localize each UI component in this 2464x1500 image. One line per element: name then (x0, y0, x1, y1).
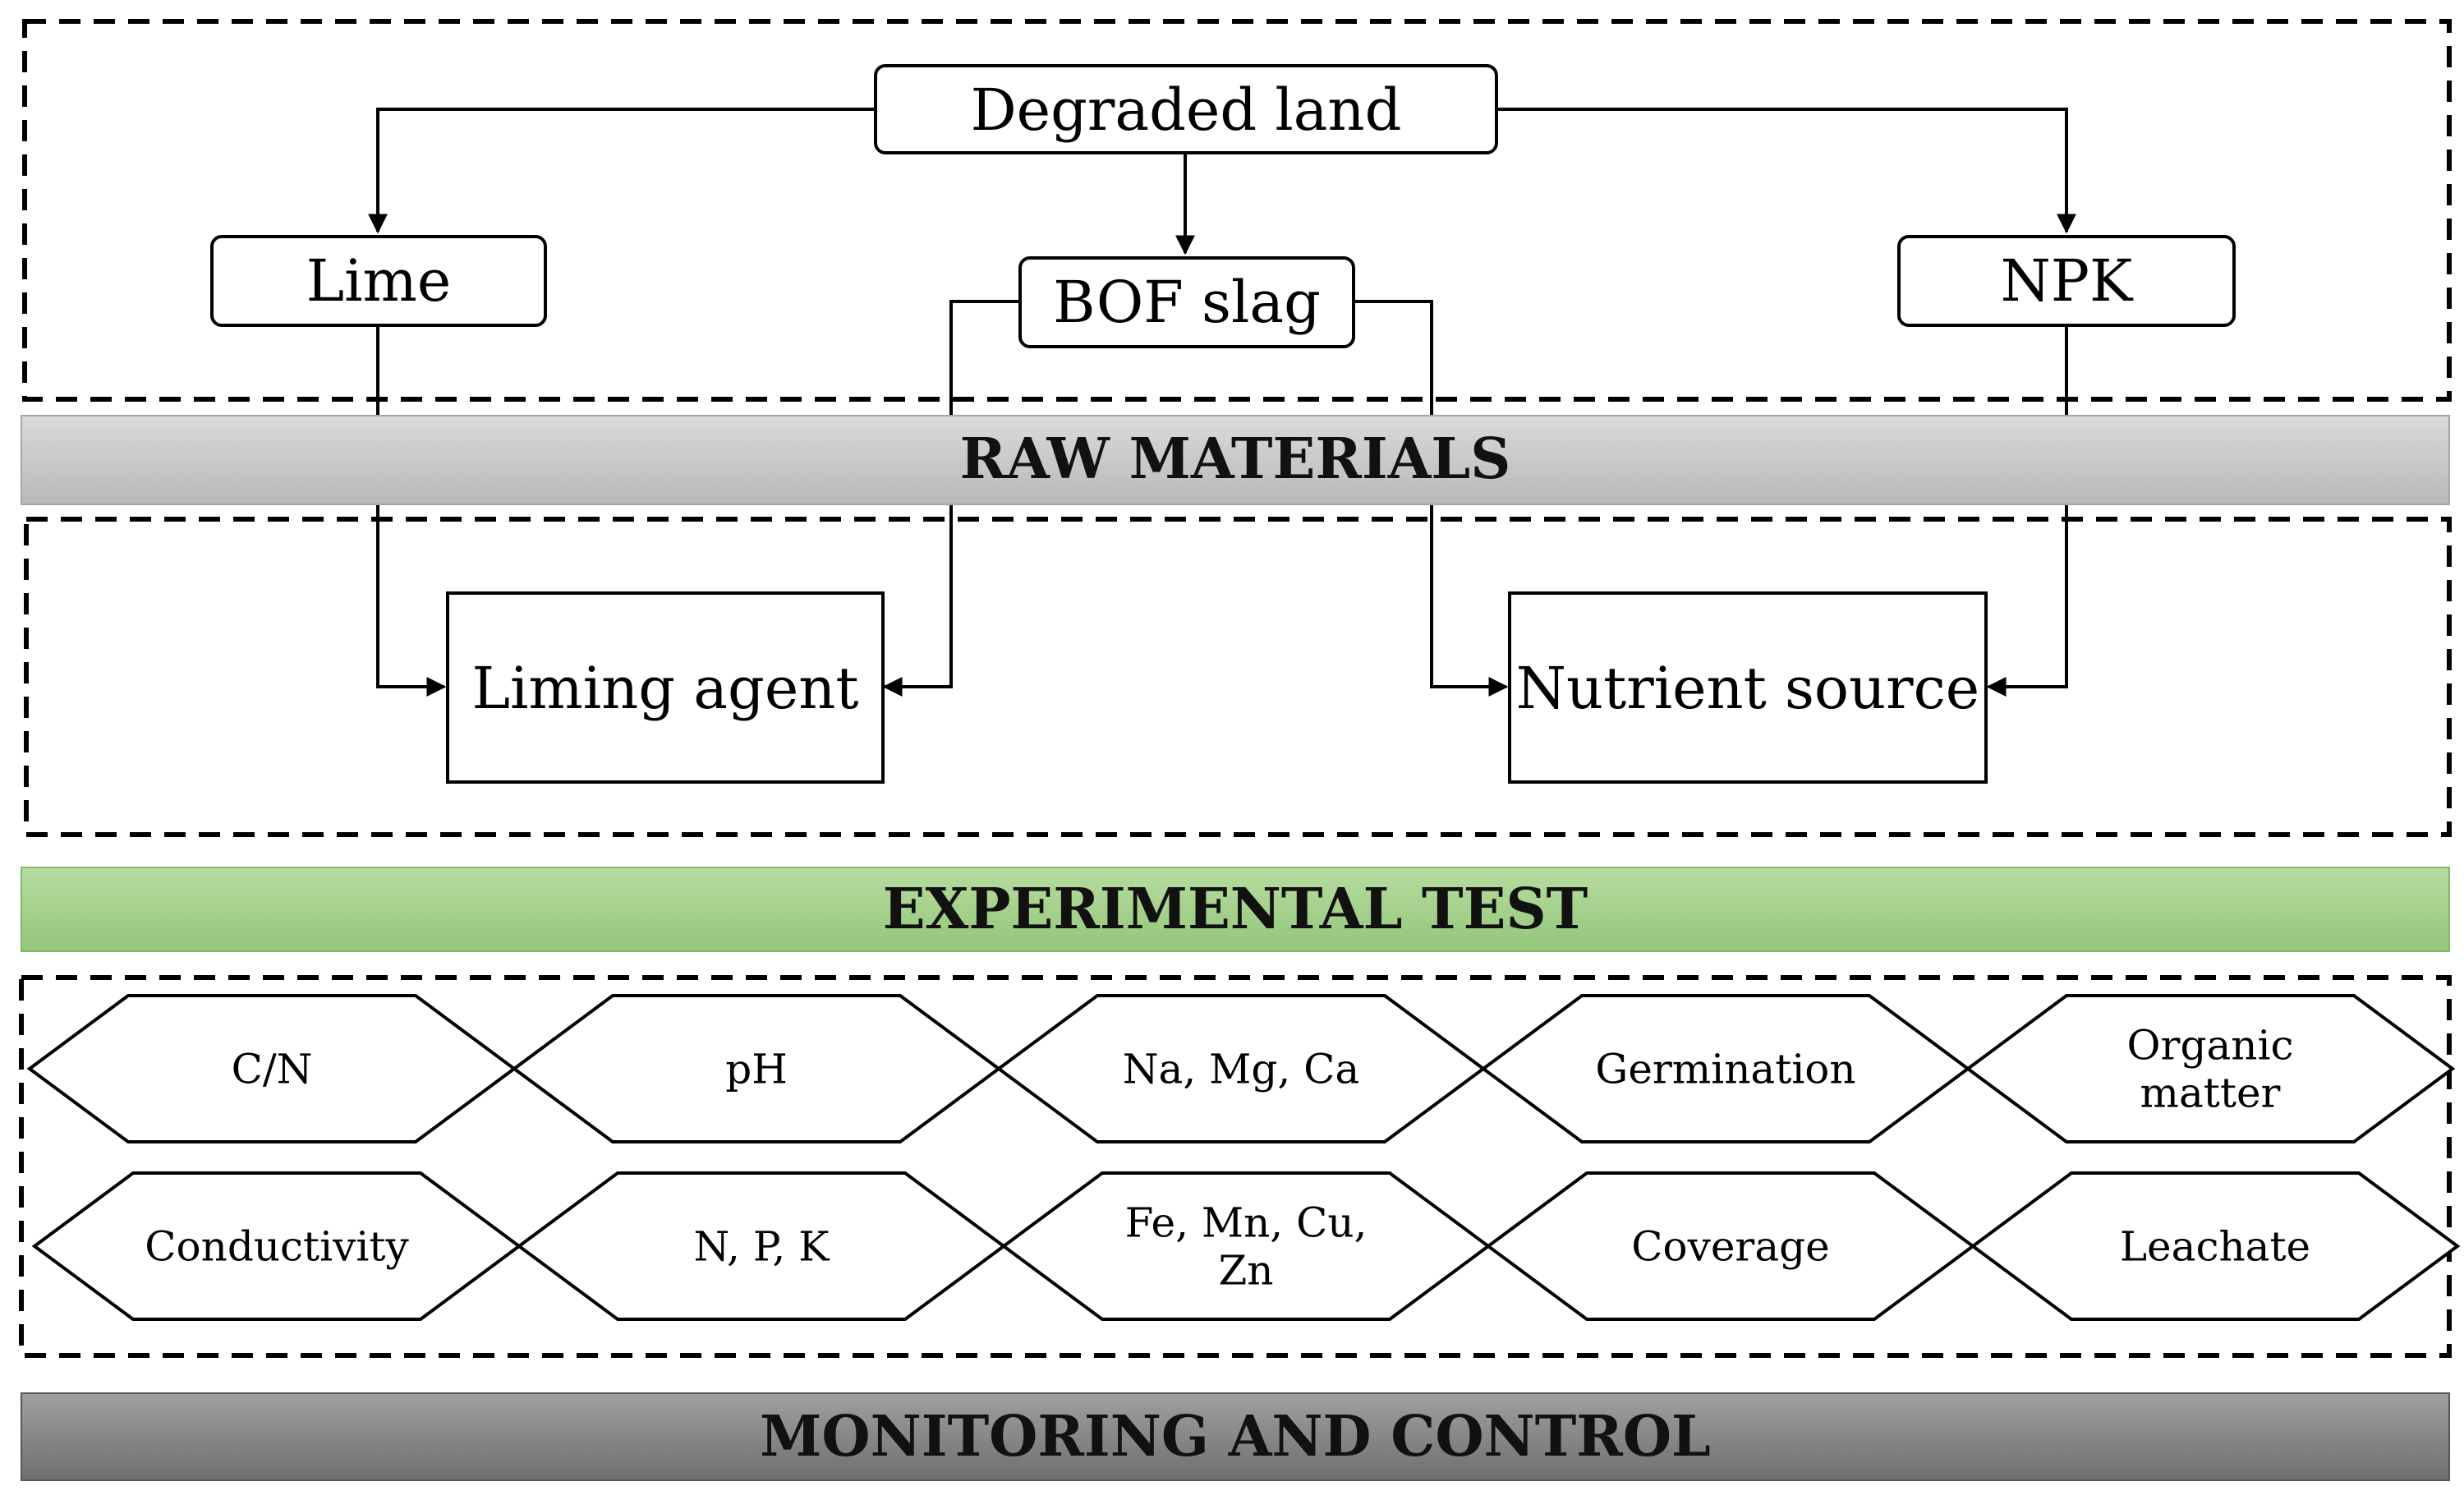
node-nutrient-source: Nutrient source (1508, 591, 1988, 784)
parameter-cell: Fe, Mn, Cu,Zn (1000, 1171, 1492, 1321)
parameter-cell: N, P, K (516, 1171, 1007, 1321)
node-lime: Lime (210, 235, 547, 327)
arrow-degraded-to-lime (368, 108, 876, 234)
parameter-label: matter (2140, 1070, 2281, 1117)
bof-slag-label: BOF slag (1053, 269, 1321, 336)
monitoring-label: MONITORING AND CONTROL (760, 1404, 1711, 1470)
node-liming-agent: Liming agent (446, 591, 885, 784)
parameter-label: Leachate (2120, 1223, 2310, 1271)
arrow-degraded-to-npk (1496, 108, 2076, 234)
arrow-npk-to-nutrient (1986, 325, 2068, 697)
parameter-label: Na, Mg, Ca (1123, 1046, 1359, 1093)
parameter-label: Fe, Mn, Cu, (1125, 1199, 1368, 1247)
parameter-label: pH (725, 1046, 788, 1093)
parameter-label: Conductivity (145, 1223, 409, 1271)
monitoring-band (21, 1392, 2450, 1481)
parameter-cell: Conductivity (31, 1171, 522, 1321)
node-npk: NPK (1897, 235, 2236, 327)
node-degraded-land: Degraded land (874, 64, 1498, 154)
degraded-land-label: Degraded land (971, 76, 1402, 144)
arrow-lime-to-liming (376, 325, 447, 697)
liming-agent-label: Liming agent (472, 655, 859, 722)
parameter-label: Zn (1219, 1247, 1274, 1295)
parameter-cell: pH (511, 994, 1002, 1143)
parameter-cell: C/N (26, 994, 517, 1143)
parameter-label: Germination (1595, 1046, 1855, 1093)
node-bof-slag: BOF slag (1018, 256, 1355, 348)
parameter-label: N, P, K (694, 1223, 831, 1271)
raw-materials-band (21, 415, 2450, 505)
experimental-label: EXPERIMENTAL TEST (883, 877, 1588, 942)
parameter-hexagon (1970, 1171, 2461, 1321)
parameter-hexagon (1965, 994, 2456, 1143)
lime-label: Lime (306, 247, 452, 315)
parameter-cell: Coverage (1485, 1171, 1976, 1321)
raw-materials-label: RAW MATERIALS (960, 426, 1511, 492)
experimental-frame (24, 517, 2452, 837)
raw-materials-frame (22, 19, 2452, 402)
parameter-cell: Na, Mg, Ca (995, 994, 1487, 1143)
experimental-band (21, 867, 2450, 952)
parameter-label: Coverage (1631, 1223, 1830, 1271)
parameter-label: C/N (232, 1046, 313, 1093)
monitoring-frame (19, 975, 2452, 1358)
parameter-label: Organic (2127, 1022, 2294, 1070)
nutrient-source-label: Nutrient source (1516, 655, 1979, 722)
monitoring-parameters: C/N pH Na, Mg, Ca Germination OrganicmatterC… (26, 994, 2461, 1321)
parameter-cell: Leachate (1970, 1171, 2461, 1321)
parameter-cell: Germination (1480, 994, 1971, 1143)
npk-label: NPK (2001, 247, 2134, 315)
